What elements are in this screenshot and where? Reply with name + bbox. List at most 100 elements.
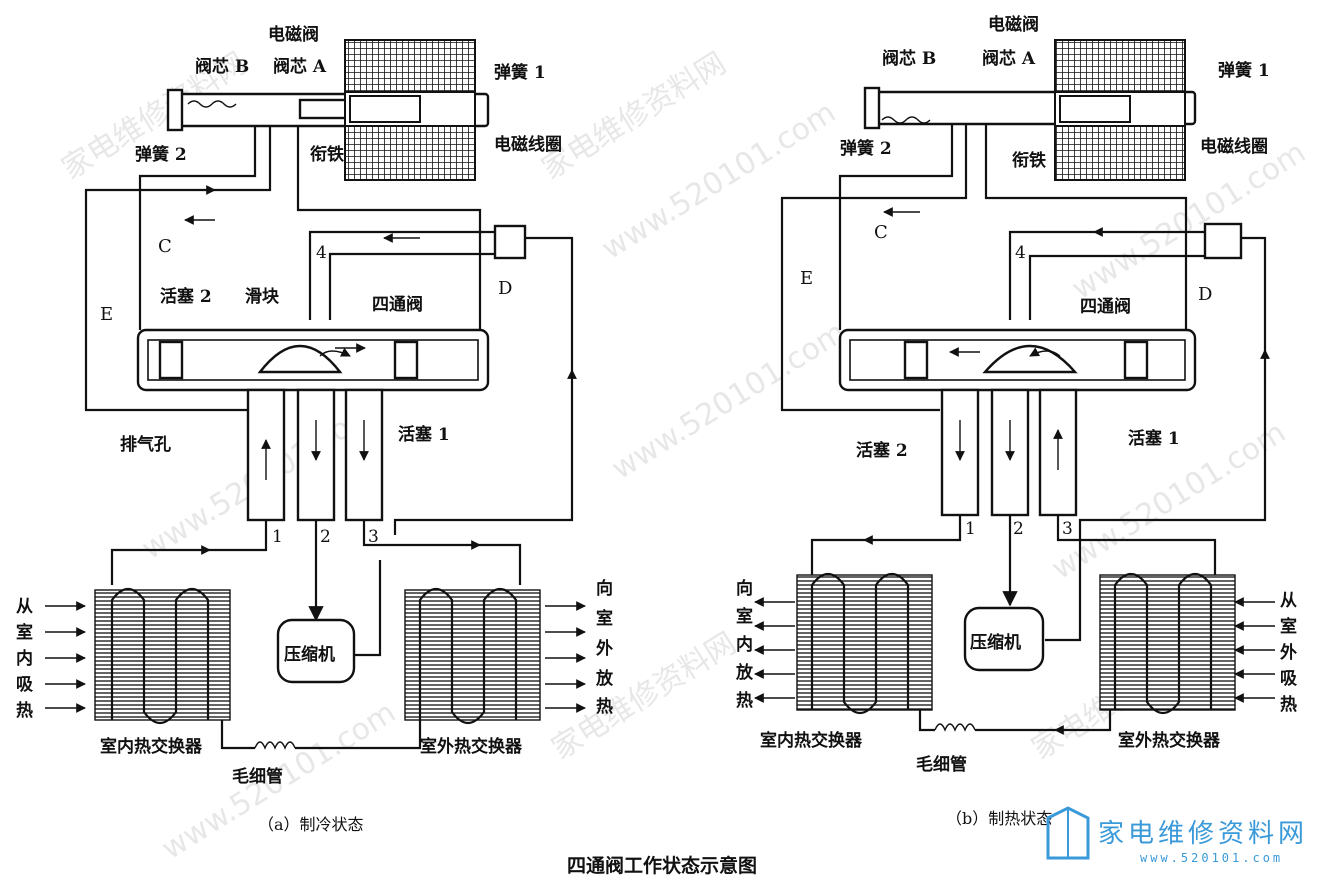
- outdoor-heat-exchanger: [404, 589, 541, 721]
- side-char: 从: [16, 597, 33, 617]
- side-char: 室: [736, 606, 753, 627]
- pilot-tube-c: [138, 126, 257, 330]
- label-port-4: 4: [316, 243, 327, 263]
- label-d: D: [1198, 284, 1212, 305]
- side-char: 室: [1280, 616, 1297, 637]
- outdoor-heat-exchanger: [1099, 574, 1236, 711]
- armature: [349, 95, 421, 123]
- side-char: 室: [16, 622, 33, 643]
- label-compressor: 压缩机: [284, 644, 335, 665]
- label-solenoid-valve: 电磁阀: [988, 14, 1039, 35]
- pilot-valve-endcap: [863, 86, 881, 130]
- outdoor-coil-tube: [1113, 572, 1213, 715]
- compressor: [276, 618, 356, 684]
- pilot-tube-e: [84, 126, 272, 412]
- indoor-link: [810, 515, 962, 575]
- label-piston-1: 活塞 1: [1128, 428, 1180, 449]
- side-char: 热: [596, 696, 613, 717]
- caption-heating: （b）制热状态: [946, 809, 1052, 828]
- label-core-a: 阀芯 A: [273, 56, 327, 77]
- side-char: 放: [735, 662, 754, 683]
- tube-4-outer: [308, 230, 520, 320]
- label-armature: 衔铁: [310, 144, 344, 165]
- label-d: D: [498, 278, 512, 299]
- label-solenoid-valve: 电磁阀: [268, 24, 319, 45]
- pilot-tube-d: [984, 124, 1188, 340]
- outdoor-link: [362, 520, 522, 585]
- indoor-heat-exchanger: [796, 574, 933, 711]
- capillary-coil: [254, 741, 296, 750]
- label-compressor: 压缩机: [970, 632, 1021, 653]
- compressor-discharge: [350, 560, 382, 657]
- label-core-b: 阀芯 B: [882, 48, 936, 69]
- label-outdoor-hx: 室外热交换器: [1118, 730, 1221, 751]
- side-char: 从: [1280, 591, 1297, 611]
- figure-title: 四通阀工作状态示意图: [567, 854, 757, 877]
- label-capillary: 毛细管: [916, 754, 967, 775]
- side-char: 吸: [16, 675, 34, 695]
- outdoor-coil-tube: [418, 587, 518, 725]
- label-spring-1: 弹簧 1: [494, 62, 546, 83]
- capillary-in: [918, 710, 935, 732]
- outdoor-side-arrows: [1234, 597, 1275, 703]
- label-armature: 衔铁: [1012, 150, 1046, 171]
- label-coil: 电磁线圈: [1200, 136, 1268, 157]
- pilot-tube-d: [296, 126, 482, 340]
- side-char: 外: [1280, 642, 1297, 663]
- side-char: 向: [596, 578, 613, 599]
- side-char: 外: [596, 638, 613, 659]
- label-core-b: 阀芯 B: [195, 56, 249, 77]
- side-char: 热: [736, 690, 753, 711]
- side-char: 内: [736, 634, 753, 655]
- label-port-1: 1: [272, 527, 283, 547]
- label-c: C: [158, 236, 172, 257]
- side-text-right: 向 室 外 放 热: [595, 578, 614, 717]
- tube-4-fitting: [1203, 222, 1243, 260]
- label-four-way-valve: 四通阀: [1080, 296, 1131, 317]
- label-spring-2: 弹簧 2: [135, 144, 187, 165]
- label-indoor-hx: 室内热交换器: [100, 736, 203, 757]
- label-c: C: [874, 222, 888, 243]
- label-port-2: 2: [1013, 519, 1024, 539]
- label-vent: 排气孔: [120, 434, 171, 455]
- capillary-coil: [934, 723, 976, 732]
- tube-4: [328, 252, 520, 320]
- piston-2: [903, 340, 929, 380]
- label-slider: 滑块: [245, 287, 280, 307]
- side-char: 室: [596, 608, 613, 629]
- label-coil: 电磁线圈: [494, 134, 562, 155]
- tube-4-fitting: [493, 224, 527, 260]
- pilot-valve-endcap: [166, 88, 184, 132]
- side-text-right: 从 室 外 吸 热: [1280, 591, 1298, 715]
- piston-1: [1123, 340, 1149, 380]
- watermark-text: www.520101.com: [606, 315, 852, 487]
- indoor-coil-tube: [110, 587, 210, 725]
- label-piston-2: 活塞 2: [856, 440, 908, 461]
- capillary-out: [295, 720, 422, 750]
- label-spring-1: 弹簧 1: [1218, 60, 1270, 81]
- indoor-side-arrows: [45, 601, 86, 713]
- site-logo: 家电维修资料网 www.520101.com: [1046, 806, 1304, 865]
- capillary-out: [975, 710, 1112, 732]
- watermark-text: 家电维修资料网: [546, 626, 743, 767]
- label-port-2: 2: [320, 527, 331, 547]
- spring-2-coil: [187, 100, 237, 108]
- slider: [257, 345, 343, 374]
- pilot-tube-e: [780, 124, 968, 412]
- side-char: 向: [736, 578, 753, 599]
- label-spring-2: 弹簧 2: [840, 138, 892, 159]
- panel-heating: 电磁阀 阀芯 B 阀芯 A 弹簧 1 弹簧 2 衔铁 电磁线圈 C E D 4 …: [735, 14, 1298, 828]
- label-piston-1: 活塞 1: [398, 424, 450, 445]
- label-capillary: 毛细管: [232, 766, 283, 787]
- return-pipe: [393, 236, 574, 535]
- label-port-3: 3: [368, 527, 379, 547]
- tube-4-outer: [1008, 230, 1240, 320]
- side-char: 热: [16, 700, 33, 721]
- label-e: E: [100, 304, 113, 325]
- watermark-text: 家电维修资料网: [536, 46, 733, 187]
- label-outdoor-hx: 室外热交换器: [420, 736, 523, 757]
- label-indoor-hx: 室内热交换器: [760, 730, 863, 751]
- indoor-heat-exchanger: [94, 589, 231, 721]
- compressor-discharge: [1045, 600, 1082, 642]
